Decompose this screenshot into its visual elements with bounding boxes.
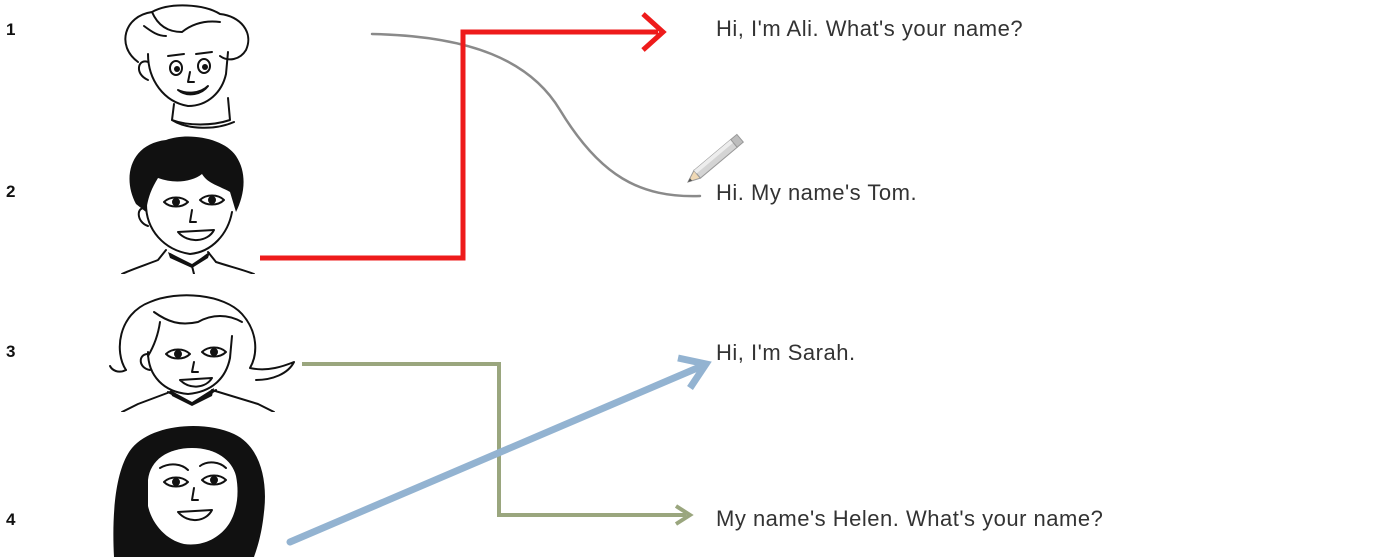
connector-1-to-tom[interactable] [370,32,702,198]
red-arrowhead-icon [641,12,667,52]
row-number-4: 4 [6,510,16,529]
sentence-2: Hi. My name's Tom. [716,180,918,205]
pencil-icon [687,133,745,183]
girl-face-icon [109,294,295,412]
row-number-2: 2 [6,182,16,201]
olive-arrowhead-icon [674,504,694,526]
row-number-1: 1 [6,20,16,39]
boy-dark-hair-face-icon [121,136,255,274]
blue-arrowhead-icon [677,354,712,390]
boy-face-icon [124,4,250,129]
sentence-3: Hi, I'm Sarah. [716,340,856,365]
girl-hijab-face-icon [113,425,265,557]
sentence-4: My name's Helen. What's your name? [716,506,1104,531]
connector-3-to-helen[interactable] [302,362,694,526]
row-number-3: 3 [6,342,16,361]
sentence-1: Hi, I'm Ali. What's your name? [716,16,1024,41]
connector-4-to-sarah[interactable] [286,354,712,546]
connector-2-to-ali[interactable] [260,12,667,261]
